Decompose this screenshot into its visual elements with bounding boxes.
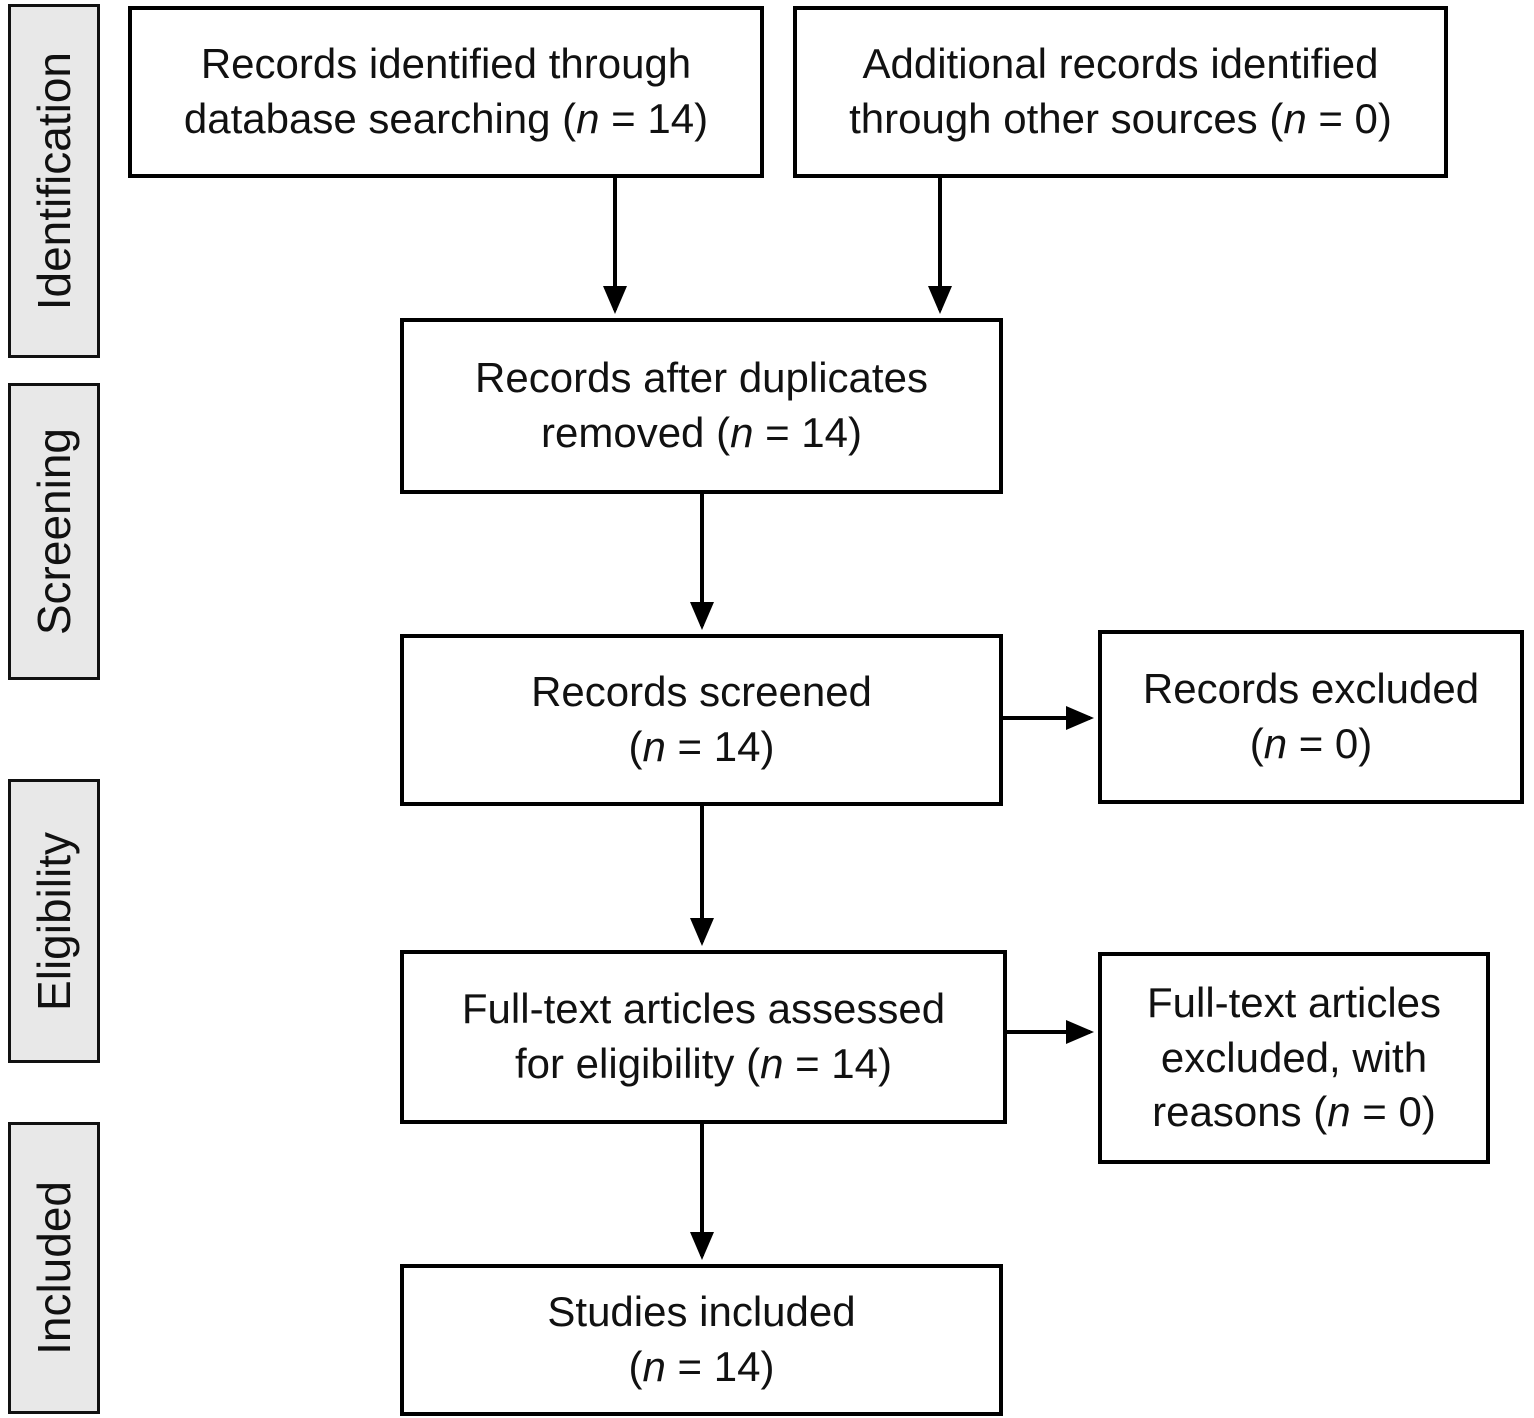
stage-label-identification-text: Identification xyxy=(28,51,80,311)
node-text-line: Full-text articles xyxy=(1146,979,1442,1027)
node-text-line: excluded, with xyxy=(1160,1033,1428,1081)
node-fulltext-assessed: Full-text articles assessed for eligibil… xyxy=(400,950,1007,1124)
node-text-line: for eligibility (n = 14) xyxy=(514,1040,892,1087)
node-text-line: Records excluded xyxy=(1142,665,1480,713)
node-text-line: Records screened xyxy=(531,668,872,716)
node-text-line: removed (n = 14) xyxy=(541,409,862,456)
node-records-screened: Records screened (n = 14) xyxy=(400,634,1003,806)
stage-label-eligibility-text: Eligibility xyxy=(28,831,80,1011)
node-text-line: through other sources (n = 0) xyxy=(849,95,1392,142)
stage-label-identification: Identification xyxy=(8,4,100,358)
node-studies-included: Studies included (n = 14) xyxy=(400,1264,1003,1416)
node-text-line: Studies included xyxy=(547,1288,856,1336)
node-text-line: Records identified through xyxy=(200,40,692,88)
stage-label-eligibility: Eligibility xyxy=(8,779,100,1063)
node-records-excluded: Records excluded (n = 0) xyxy=(1098,630,1524,804)
node-text-line: Records after duplicates xyxy=(475,354,928,402)
stage-label-screening-text: Screening xyxy=(28,427,80,636)
node-text-line: Additional records identified xyxy=(862,40,1379,88)
node-text-line: (n = 0) xyxy=(1249,720,1373,767)
node-after-duplicates: Records after duplicates removed (n = 14… xyxy=(400,318,1003,494)
node-text-line: (n = 14) xyxy=(628,723,775,770)
node-fulltext-excluded: Full-text articles excluded, with reason… xyxy=(1098,952,1490,1164)
node-text-line: reasons (n = 0) xyxy=(1152,1088,1436,1136)
node-records-identified: Records identified through database sear… xyxy=(128,6,764,178)
stage-label-screening: Screening xyxy=(8,383,100,680)
stage-label-included-text: Included xyxy=(28,1181,80,1355)
node-additional-records: Additional records identified through ot… xyxy=(793,6,1448,178)
stage-label-included: Included xyxy=(8,1122,100,1414)
node-text-line: (n = 14) xyxy=(628,1343,775,1390)
node-text-line: Full-text articles assessed xyxy=(461,985,946,1033)
node-text-line: database searching (n = 14) xyxy=(183,95,709,142)
